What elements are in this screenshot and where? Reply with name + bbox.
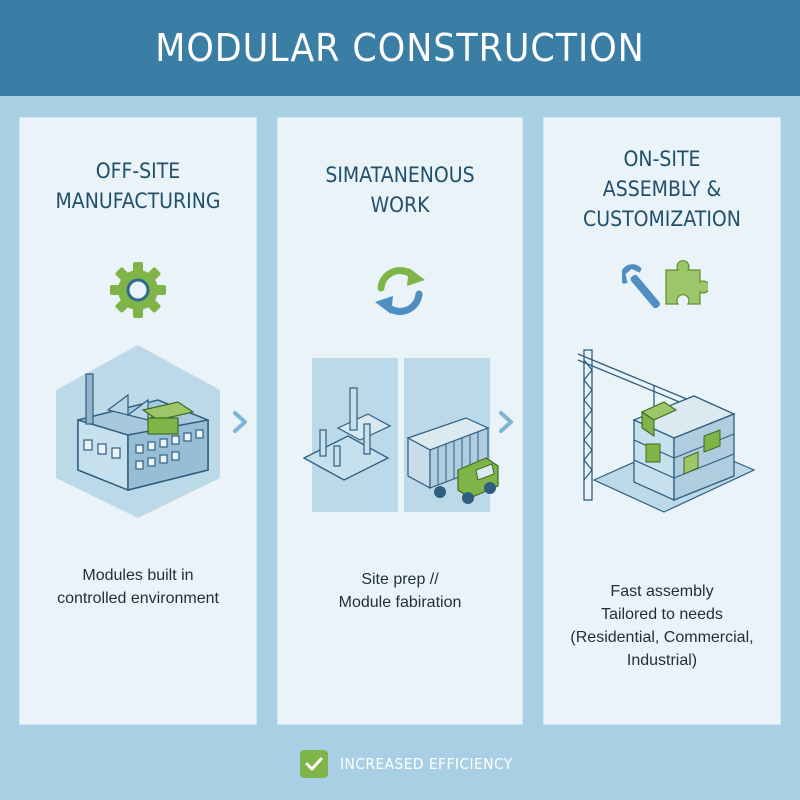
panel-description-line: (Residential, Commercial, (570, 629, 754, 646)
panel-simultaneous-work: SIMATANENOUS WORK Site pr (278, 118, 522, 724)
panel-title: OFF-SITE MANUFACTURING (32, 156, 244, 216)
panel-description: Site prep // Module fabiration (278, 568, 522, 614)
page-title: MODULAR CONSTRUCTION (155, 26, 645, 70)
cycle-arrows-icon (375, 267, 425, 315)
panel-description-line: controlled environment (57, 590, 219, 607)
checkmark-icon (300, 750, 328, 778)
panel-description-line: Industrial) (626, 652, 698, 669)
panel-title-line: MANUFACTURING (55, 189, 221, 213)
panel-title: ON-SITE ASSEMBLY & CUSTOMIZATION (556, 144, 768, 234)
panel-description: Fast assembly Tailored to needs (Residen… (544, 580, 780, 672)
panel-description-line: Modules built in (82, 567, 194, 584)
factory-illustration (56, 345, 220, 518)
panel-off-site-manufacturing: OFF-SITE MANUFACTURING (20, 118, 256, 724)
site-prep-and-truck-illustration (302, 358, 499, 512)
panel-description-line: Module fabiration (338, 594, 462, 611)
wrench-puzzle-icon (622, 260, 708, 309)
panel-description-line: Site prep // (361, 571, 439, 588)
panel-title-line: CUSTOMIZATION (583, 207, 741, 231)
header-banner: MODULAR CONSTRUCTION (0, 0, 800, 96)
panel-title-line: OFF-SITE (95, 159, 181, 183)
chevron-right-icon (233, 411, 247, 433)
panel-title-line: ASSEMBLY & (602, 177, 722, 201)
panel-title-line: SIMATANENOUS (325, 163, 475, 187)
panel-on-site-assembly: ON-SITE ASSEMBLY & CUSTOMIZATION (544, 118, 780, 724)
panel-title: SIMATANENOUS WORK (290, 160, 510, 220)
chevron-right-icon (499, 411, 513, 433)
efficiency-badge: INCREASED EFFICIENCY (300, 750, 528, 778)
panel-title-line: WORK (370, 193, 430, 217)
panel-description: Modules built in controlled environment (20, 564, 256, 610)
badge-label: INCREASED EFFICIENCY (340, 755, 513, 773)
gear-icon (110, 262, 166, 318)
panel-description-line: Fast assembly (610, 583, 714, 600)
panel-title-line: ON-SITE (623, 147, 701, 171)
panel-description-line: Tailored to needs (601, 606, 723, 623)
crane-building-illustration (577, 349, 756, 513)
